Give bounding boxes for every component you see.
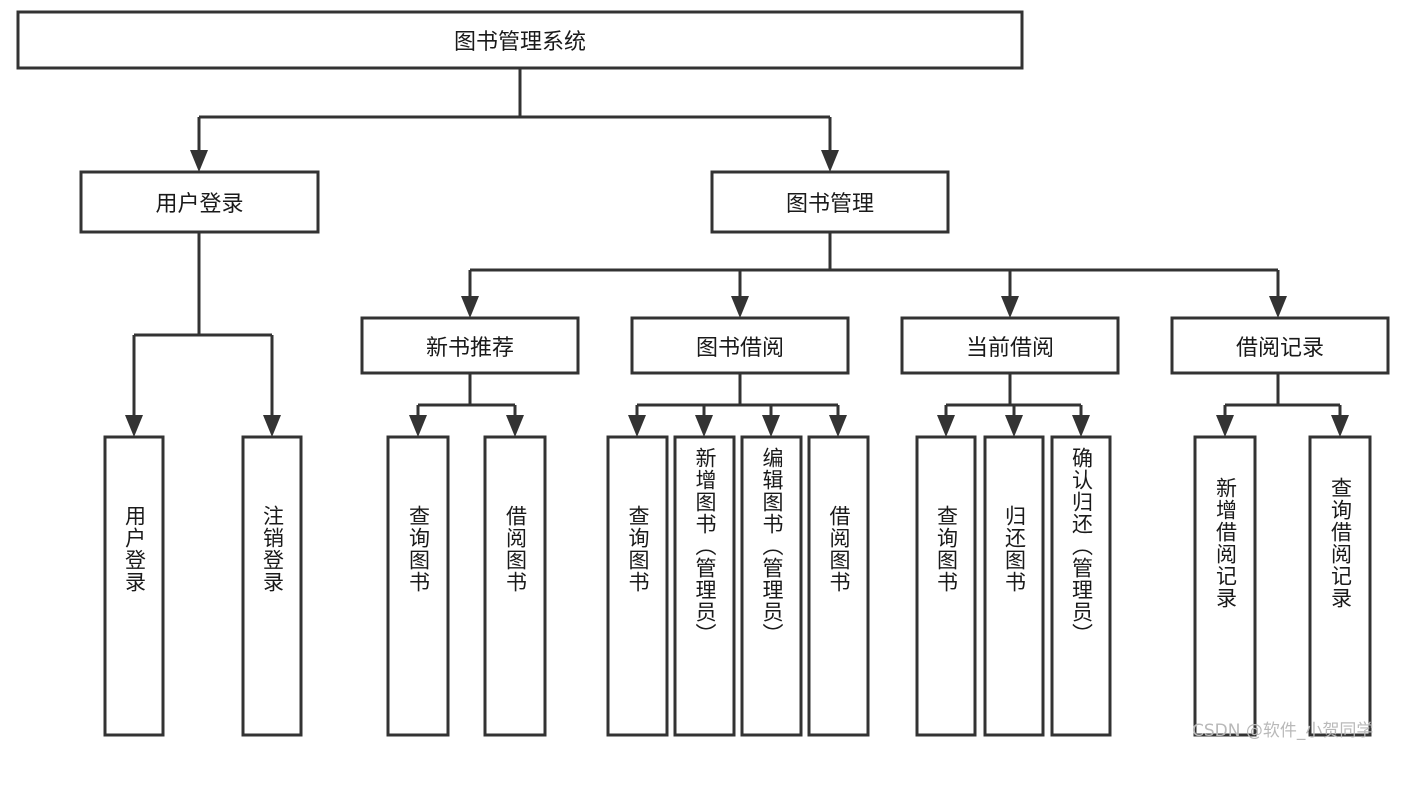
node-box-leaf-add-record[interactable] (1193, 435, 1257, 737)
edge-group-current-borrow (937, 373, 1090, 437)
arrowhead-book-borrow (731, 296, 749, 318)
arrowhead-leaf-query-record (1331, 415, 1349, 437)
node-box-current-borrow[interactable] (900, 316, 1120, 375)
node-box-leaf-add-book[interactable] (673, 435, 736, 737)
node-box-leaf-logout[interactable] (241, 435, 303, 737)
node-box-leaf-edit-book[interactable] (740, 435, 803, 737)
node-box-book-manage[interactable] (710, 170, 950, 234)
flowchart-canvas: 图书管理系统 用户登录 图书管理 新书推荐 图书借阅 当前借阅 借阅记录 用户登… (16, 10, 1390, 741)
arrowhead-leaf-borrow-book-1 (506, 415, 524, 437)
node-box-leaf-query-book-1[interactable] (386, 435, 450, 737)
edge-group-book-manage (461, 232, 1287, 318)
diagram-svg (16, 10, 1390, 737)
node-box-borrow-record[interactable] (1170, 316, 1390, 375)
edge-group-book-borrow (628, 373, 847, 437)
node-box-user-login[interactable] (79, 170, 320, 234)
arrowhead-leaf-borrow-book-2 (829, 415, 847, 437)
node-box-leaf-return-book[interactable] (983, 435, 1045, 737)
node-box-leaf-query-book-3[interactable] (915, 435, 977, 737)
arrowhead-leaf-confirm-return (1072, 415, 1090, 437)
node-box-book-borrow[interactable] (630, 316, 850, 375)
arrowhead-current-borrow (1001, 296, 1019, 318)
arrowhead-leaf-add-book (695, 415, 713, 437)
edge-group-user-login (125, 232, 281, 437)
node-box-leaf-borrow-book-1[interactable] (483, 435, 547, 737)
node-box-leaf-borrow-book-2[interactable] (807, 435, 870, 737)
arrowhead-leaf-return-book (1005, 415, 1023, 437)
arrowhead-leaf-edit-book (762, 415, 780, 437)
arrowhead-user-login (190, 150, 208, 172)
node-box-leaf-user-login[interactable] (103, 435, 165, 737)
arrowhead-book-manage (821, 150, 839, 172)
edge-group-borrow-record (1216, 373, 1349, 437)
arrowhead-leaf-query-book-2 (628, 415, 646, 437)
arrowhead-borrow-record (1269, 296, 1287, 318)
arrowhead-leaf-logout (263, 415, 281, 437)
node-box-root[interactable] (16, 10, 1024, 70)
edge-group-root (190, 68, 839, 172)
arrowhead-new-book-recommend (461, 296, 479, 318)
edge-group-new-book-recommend (409, 373, 524, 437)
node-box-leaf-query-record[interactable] (1308, 435, 1372, 737)
arrowhead-leaf-query-book-1 (409, 415, 427, 437)
node-box-leaf-confirm-return[interactable] (1050, 435, 1112, 737)
arrowhead-leaf-query-book-3 (937, 415, 955, 437)
arrowhead-leaf-add-record (1216, 415, 1234, 437)
node-box-new-book-recommend[interactable] (360, 316, 580, 375)
arrowhead-leaf-user-login (125, 415, 143, 437)
node-box-leaf-query-book-2[interactable] (606, 435, 669, 737)
